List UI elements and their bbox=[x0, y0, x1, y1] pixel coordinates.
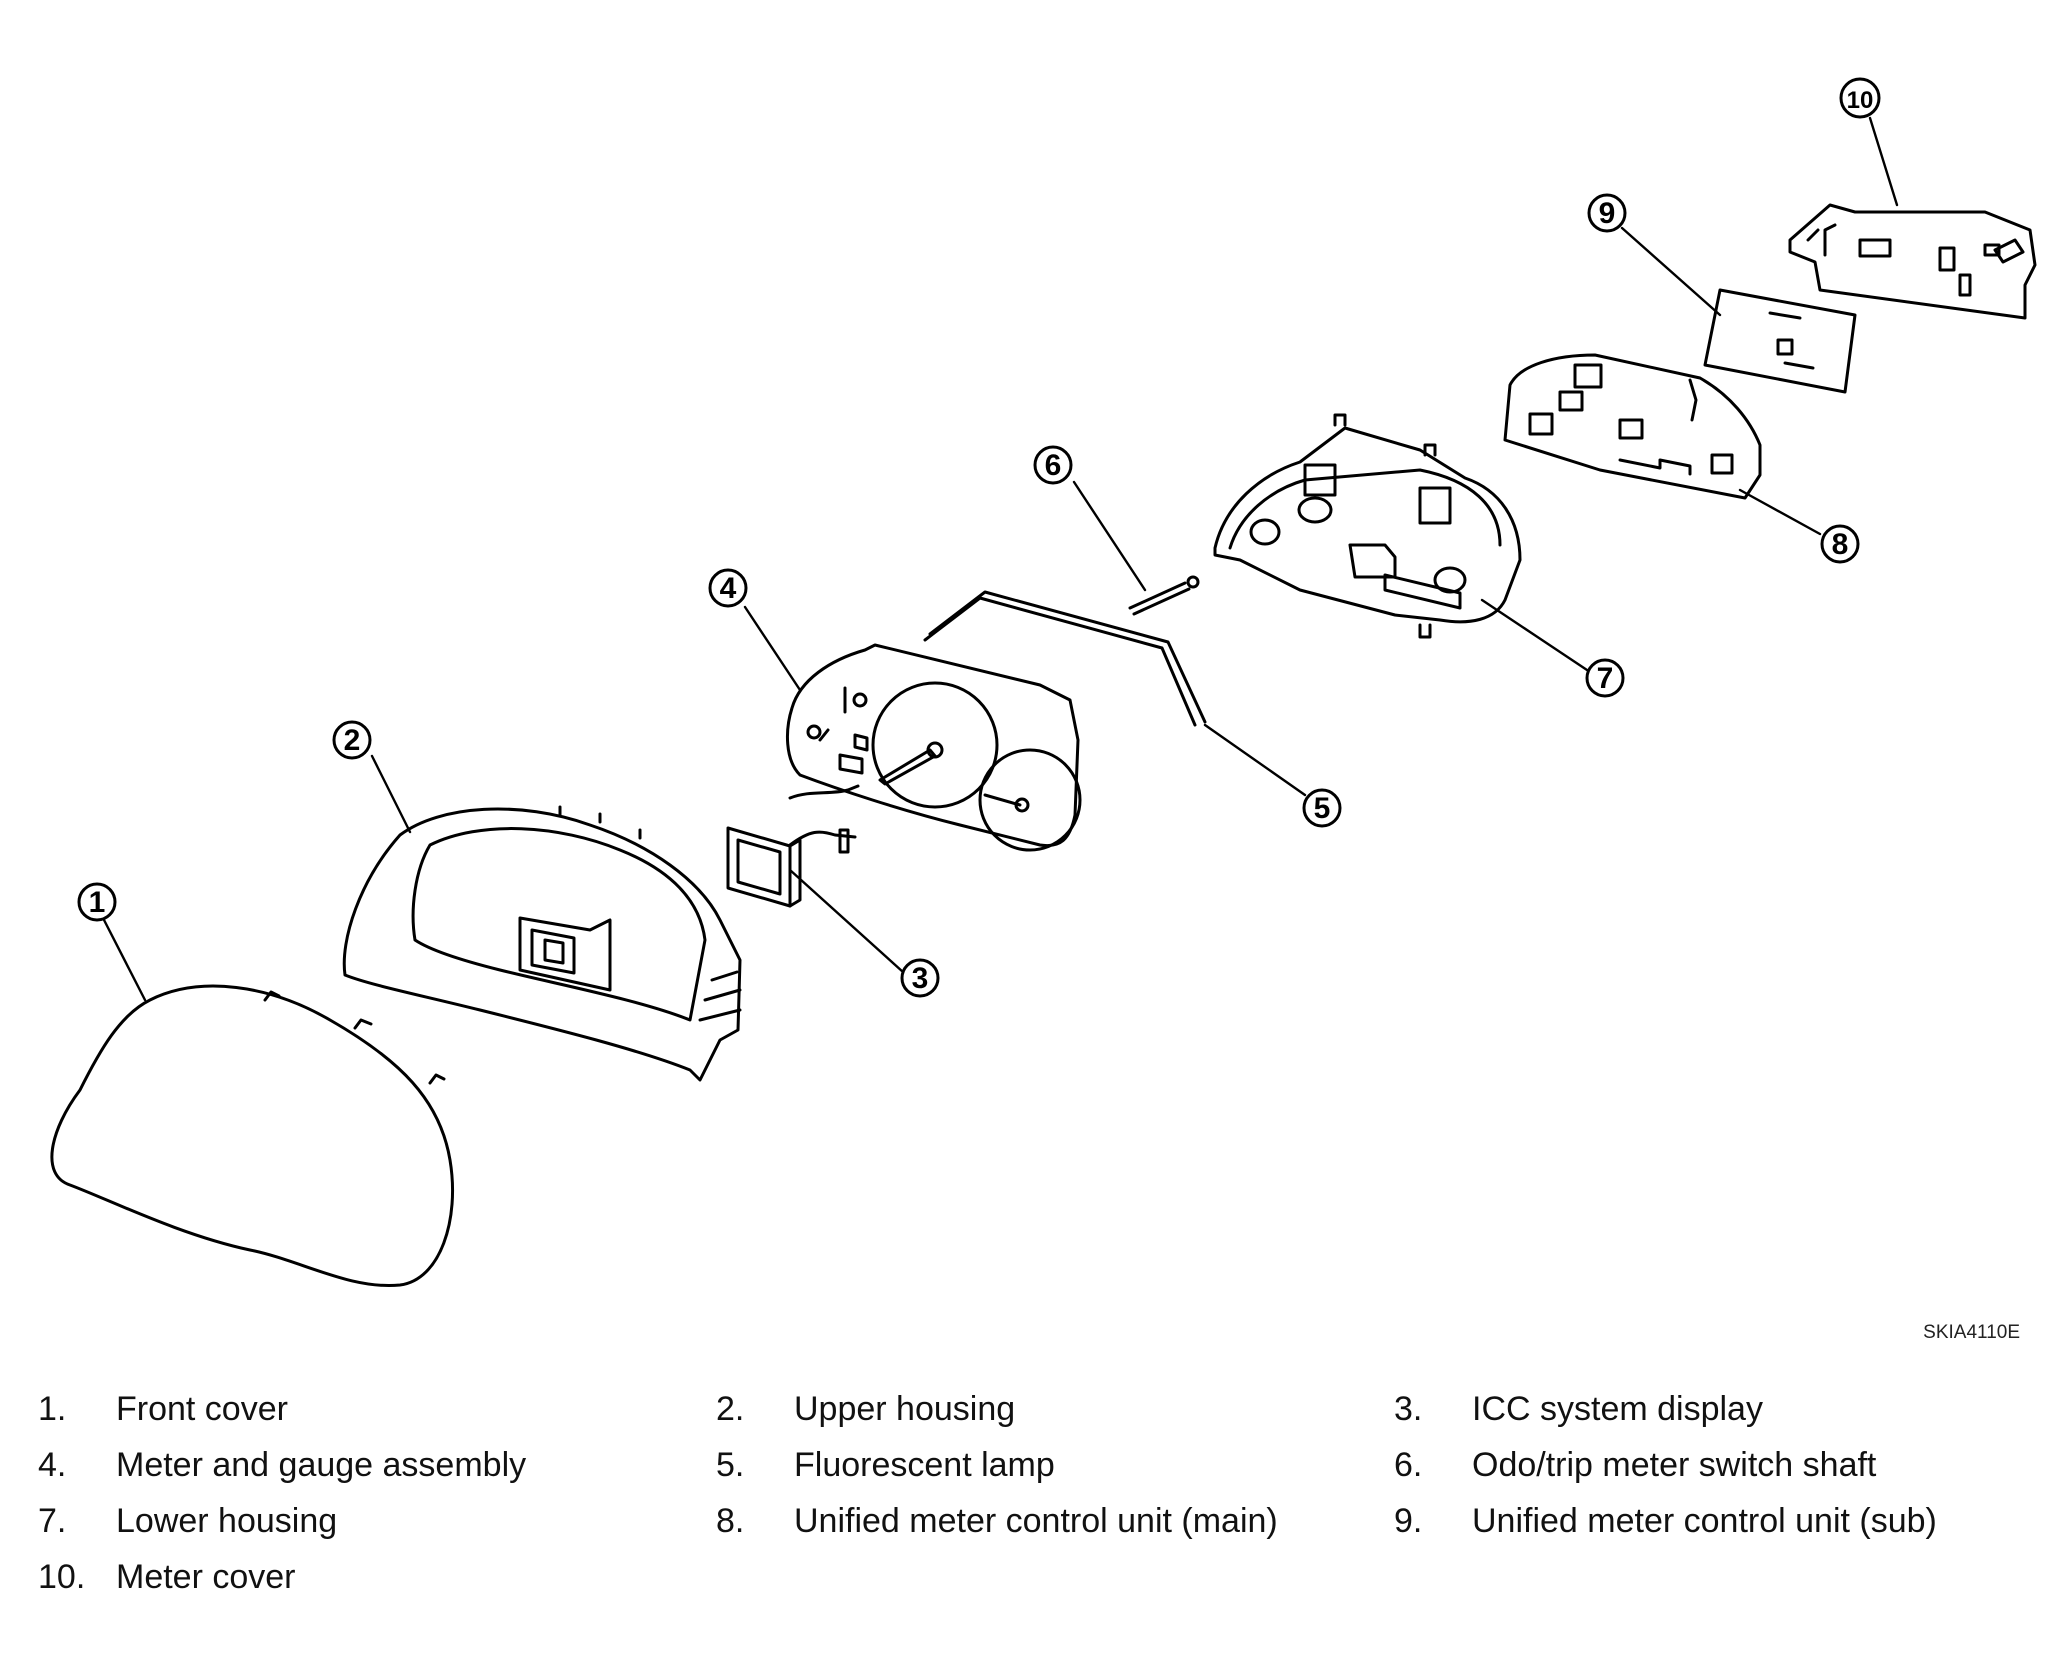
part-control-unit-main bbox=[1503, 353, 1762, 500]
callout-1: 1 bbox=[77, 882, 117, 922]
leader-lines bbox=[101, 116, 1899, 1002]
part-upper-housing bbox=[342, 805, 742, 1082]
legend-label: Odo/trip meter switch shaft bbox=[1472, 1446, 1877, 1484]
legend-number: 6. bbox=[1394, 1446, 1423, 1484]
legend-label: Front cover bbox=[116, 1390, 288, 1428]
legend-label: Upper housing bbox=[794, 1390, 1016, 1428]
legend-number: 10. bbox=[38, 1558, 86, 1596]
part-lower-housing bbox=[1213, 413, 1522, 639]
callout-4: 4 bbox=[708, 568, 748, 608]
part-control-unit-sub bbox=[1703, 288, 1857, 394]
legend-label: Meter and gauge assembly bbox=[116, 1446, 527, 1484]
svg-text:2: 2 bbox=[344, 724, 361, 757]
svg-text:9: 9 bbox=[1599, 197, 1616, 230]
callout-5: 5 bbox=[1302, 788, 1342, 828]
callout-9: 9 bbox=[1587, 193, 1627, 233]
callout-2: 2 bbox=[332, 720, 372, 760]
svg-text:3: 3 bbox=[912, 962, 929, 995]
legend-number: 8. bbox=[716, 1502, 745, 1540]
part-front-cover bbox=[50, 984, 455, 1288]
svg-text:4: 4 bbox=[720, 572, 737, 605]
part-fluorescent-lamp bbox=[923, 590, 1207, 727]
exploded-view-diagram: 1 2 3 4 5 6 7 8 9 10 bbox=[50, 77, 2037, 1288]
svg-text:5: 5 bbox=[1314, 792, 1331, 825]
part-icc-system-display bbox=[726, 826, 857, 908]
legend-number: 1. bbox=[38, 1390, 67, 1428]
legend-number: 5. bbox=[716, 1446, 745, 1484]
legend-label: Meter cover bbox=[116, 1558, 296, 1596]
callout-10: 10 bbox=[1839, 77, 1881, 119]
legend-number: 3. bbox=[1394, 1390, 1423, 1428]
legend-label: Unified meter control unit (main) bbox=[794, 1502, 1278, 1540]
legend-label: Fluorescent lamp bbox=[794, 1446, 1055, 1484]
legend-number: 9. bbox=[1394, 1502, 1423, 1540]
legend-label: ICC system display bbox=[1472, 1390, 1763, 1428]
svg-text:8: 8 bbox=[1832, 528, 1849, 561]
legend-label: Lower housing bbox=[116, 1502, 338, 1540]
callout-3: 3 bbox=[900, 958, 940, 998]
part-meter-gauge-assembly bbox=[786, 643, 1082, 852]
legend-number: 4. bbox=[38, 1446, 67, 1484]
figure-code: SKIA4110E bbox=[1923, 1322, 2020, 1343]
legend-number: 2. bbox=[716, 1390, 745, 1428]
svg-text:1: 1 bbox=[89, 886, 106, 919]
svg-text:6: 6 bbox=[1045, 449, 1062, 482]
callout-6: 6 bbox=[1033, 445, 1073, 485]
legend-number: 7. bbox=[38, 1502, 67, 1540]
part-meter-cover bbox=[1788, 203, 2037, 320]
part-odo-trip-switch-shaft bbox=[1128, 575, 1200, 616]
legend-label: Unified meter control unit (sub) bbox=[1472, 1502, 1937, 1540]
svg-text:10: 10 bbox=[1847, 87, 1874, 114]
callout-7: 7 bbox=[1585, 658, 1625, 698]
svg-text:7: 7 bbox=[1597, 662, 1614, 695]
callout-8: 8 bbox=[1820, 524, 1860, 564]
